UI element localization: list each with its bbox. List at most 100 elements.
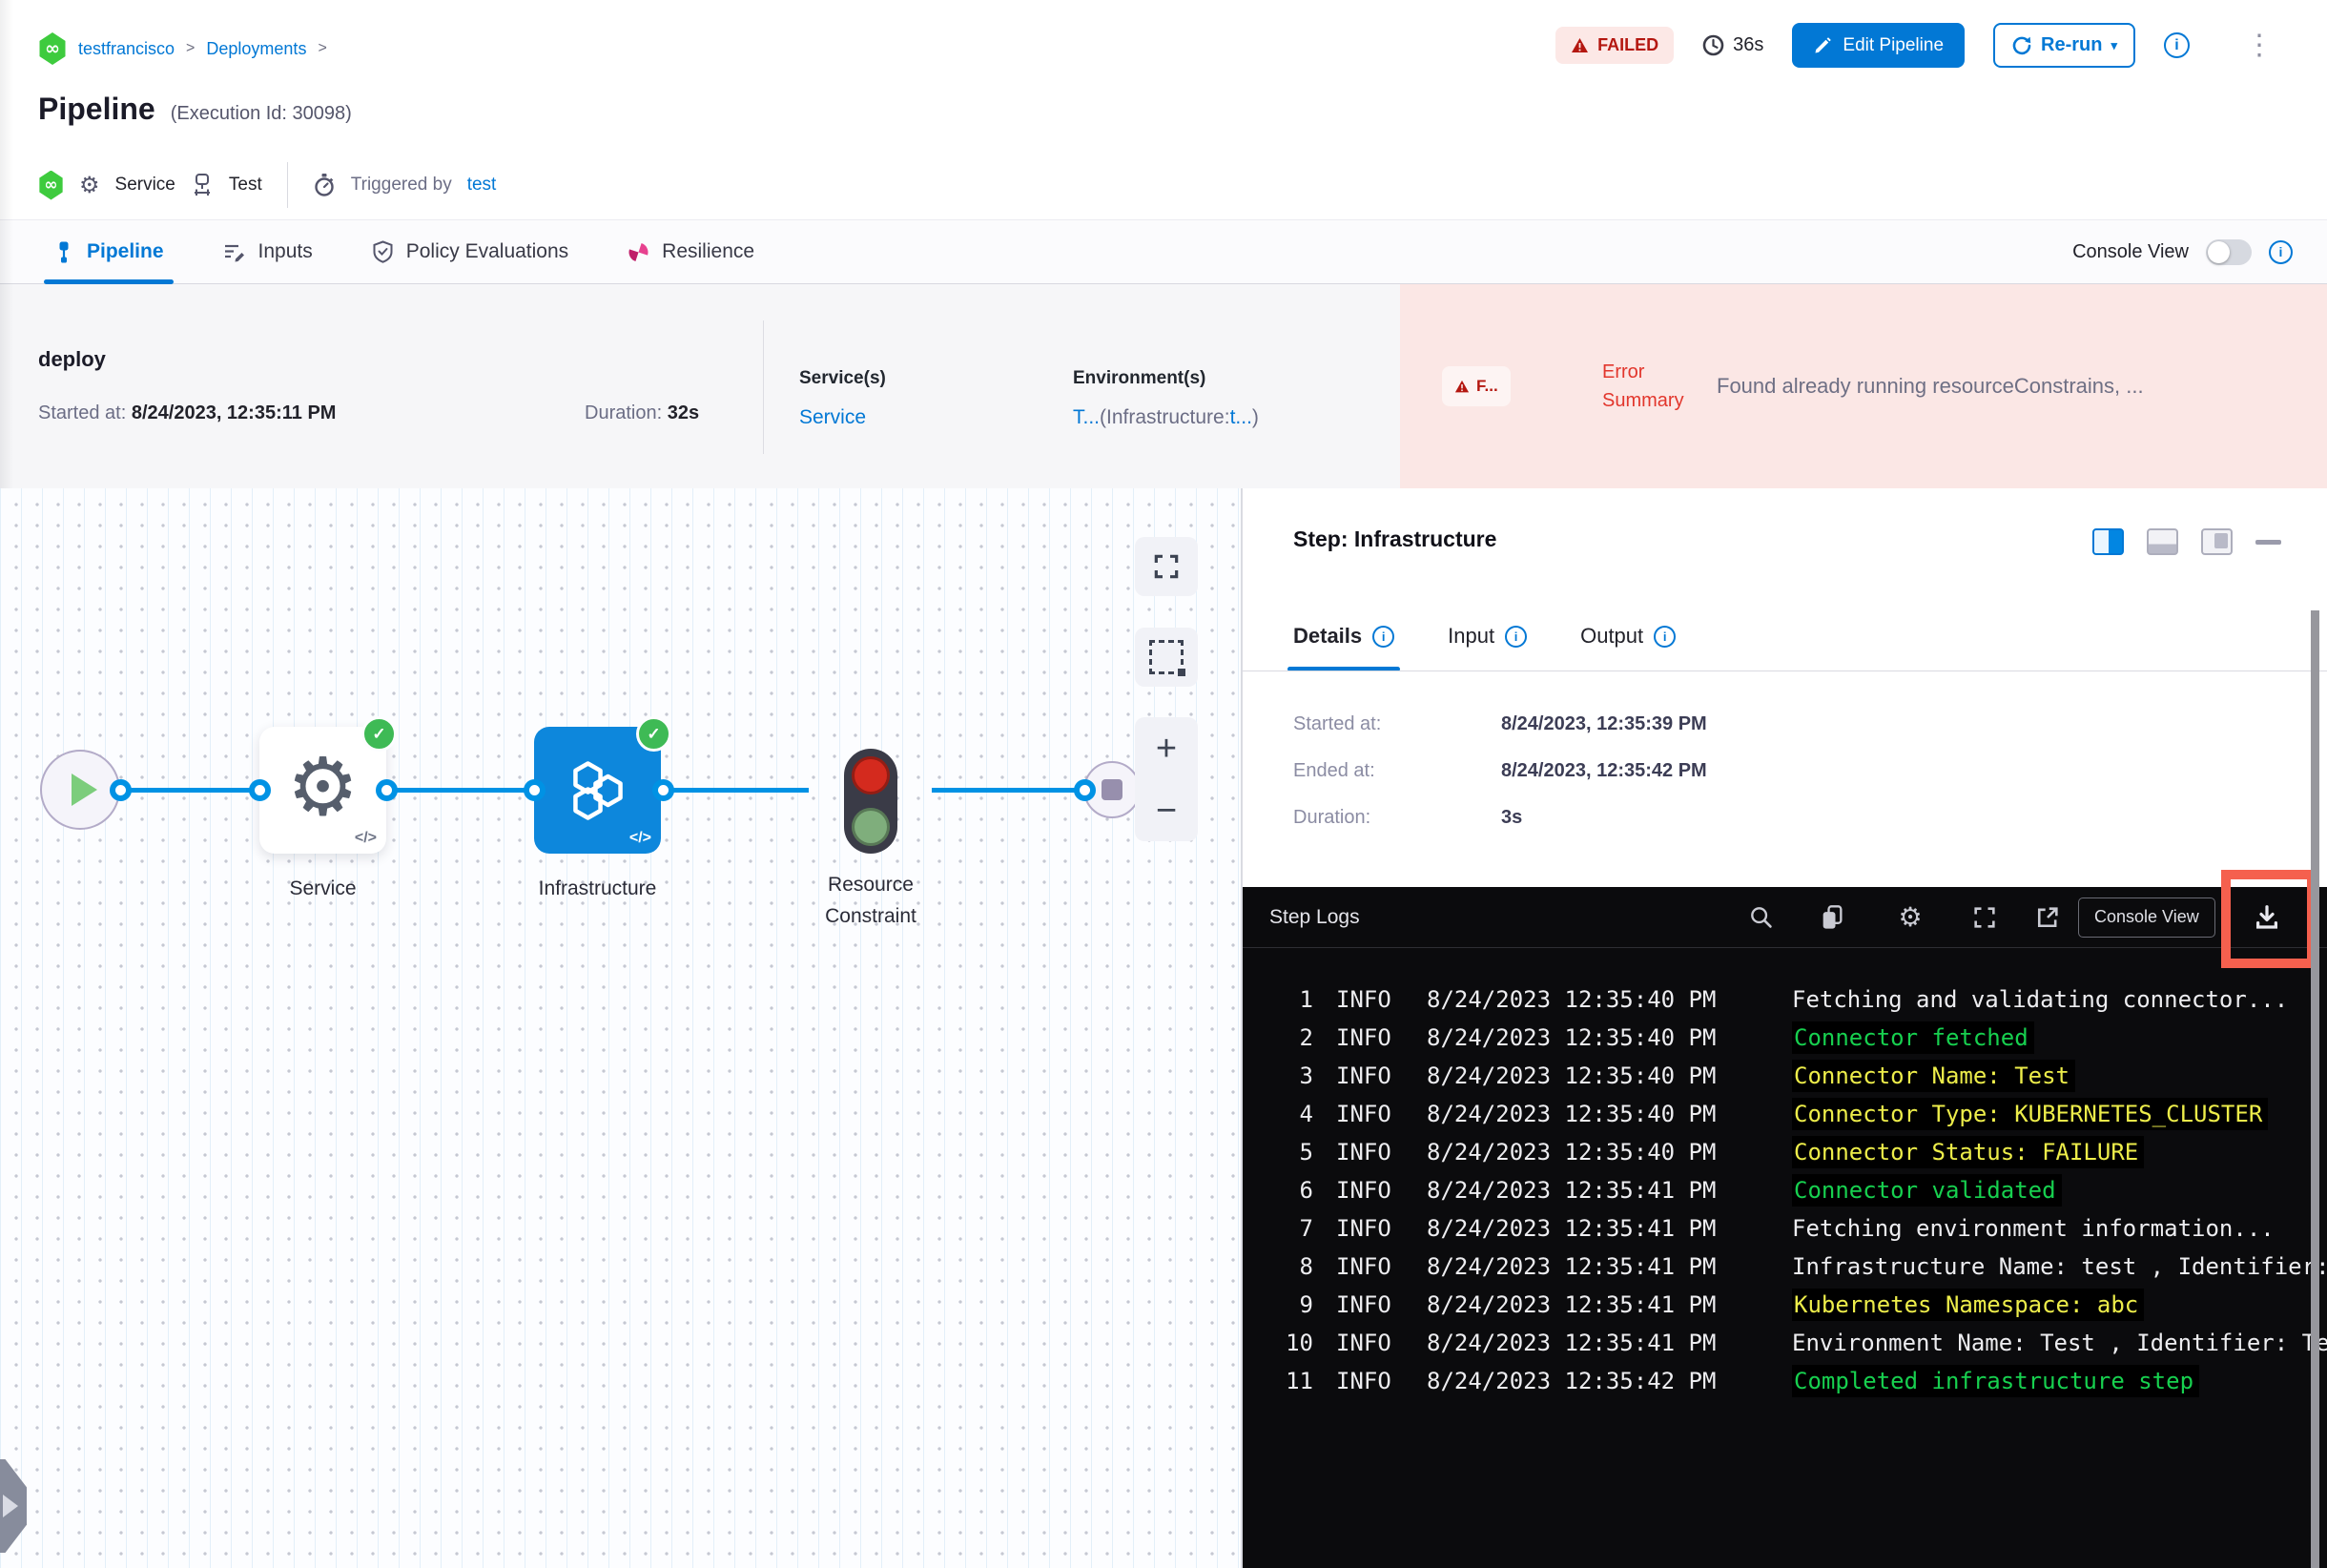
page-header: ∞ testfrancisco > Deployments > FAILED — [0, 0, 2327, 219]
log-message: Connector Status: FAILURE — [1792, 1136, 2145, 1168]
expand-logs-button[interactable] — [1964, 897, 2006, 939]
log-level: INFO — [1336, 1368, 1391, 1394]
layout-split-right-button[interactable] — [2092, 528, 2124, 555]
stage-name[interactable]: deploy — [38, 347, 106, 371]
title-row: Pipeline (Execution Id: 30098) — [38, 92, 352, 127]
node-resource-constraint[interactable] — [844, 749, 897, 854]
minimize-panel-button[interactable] — [2255, 539, 2281, 545]
stage-started-at: Started at: 8/24/2023, 12:35:11 PM — [38, 402, 336, 424]
log-line-number: 1 — [1299, 986, 1313, 1013]
tab-output[interactable]: Output i — [1580, 601, 1677, 671]
log-timestamp: 8/24/2023 12:35:41 PM — [1427, 1291, 1717, 1318]
service-tag[interactable]: Service — [114, 175, 175, 195]
chevron-right-icon: > — [318, 40, 327, 56]
log-timestamp: 8/24/2023 12:35:42 PM — [1427, 1368, 1717, 1394]
info-icon[interactable]: i — [1505, 625, 1528, 648]
canvas-fullscreen-button[interactable] — [1135, 537, 1198, 596]
code-icon: </> — [628, 830, 651, 846]
log-line-number: 6 — [1299, 1177, 1313, 1204]
copy-logs-button[interactable] — [1811, 897, 1853, 939]
detail-row: Duration: 3s — [1293, 807, 1707, 829]
node-service[interactable]: ⚙ </> ✓ — [259, 716, 397, 854]
gear-icon: ⚙ — [1898, 900, 1923, 933]
layout-right-drawer-button[interactable] — [2201, 528, 2233, 555]
info-icon[interactable]: i — [1654, 625, 1677, 648]
log-timestamp: 8/24/2023 12:35:40 PM — [1427, 1101, 1717, 1127]
tab-pipeline[interactable]: Pipeline — [44, 220, 174, 284]
tab-label: Pipeline — [87, 240, 164, 262]
detail-value: 3s — [1501, 807, 1523, 828]
external-link-icon — [2037, 906, 2058, 927]
log-settings-button[interactable]: ⚙ — [1889, 897, 1931, 939]
node-infrastructure[interactable]: </> ✓ — [534, 716, 671, 854]
tab-input[interactable]: Input i — [1448, 601, 1528, 671]
detail-row: Started at: 8/24/2023, 12:35:39 PM — [1293, 713, 1707, 735]
stop-icon — [1102, 779, 1122, 800]
step-panel-title: Step: Infrastructure — [1293, 526, 1497, 551]
kebab-menu-icon[interactable]: ⋮ — [2245, 29, 2274, 61]
download-logs-button[interactable] — [2242, 893, 2292, 942]
node-label-infrastructure: Infrastructure — [538, 877, 657, 899]
node-end[interactable] — [1083, 761, 1141, 818]
edit-pipeline-button[interactable]: Edit Pipeline — [1792, 23, 1966, 68]
detail-label: Duration: — [1293, 807, 1371, 828]
tab-inputs[interactable]: Inputs — [223, 220, 313, 283]
elapsed-time: 36s — [1702, 34, 1763, 56]
log-message: Fetching environment information... — [1792, 1215, 2275, 1242]
info-icon[interactable]: i — [1372, 625, 1395, 648]
page-title: Pipeline — [38, 92, 155, 126]
breadcrumb-link-deployments[interactable]: Deployments — [206, 38, 307, 58]
step-logs-header: Step Logs ⚙ — [1243, 870, 2327, 968]
step-panel-tabs: Details i Input i Output i — [1287, 601, 1677, 671]
environments-column: Environment(s) T...(Infrastructure:t...) — [1073, 368, 1259, 429]
log-message: Connector fetched — [1792, 1021, 2034, 1054]
service-link[interactable]: Service — [799, 406, 867, 428]
log-timestamp: 8/24/2023 12:35:41 PM — [1427, 1177, 1717, 1204]
stage-duration: Duration: 32s — [585, 402, 699, 424]
rerun-button[interactable]: Re-run ▾ — [1993, 23, 2135, 68]
arrow-right-icon — [3, 1495, 18, 1517]
log-line: 5 INFO 8/24/2023 12:35:40 PM Connector S… — [1243, 1133, 2327, 1171]
environment-link[interactable]: T... — [1073, 406, 1101, 428]
log-line-number: 4 — [1299, 1101, 1313, 1127]
tab-policy-evaluations[interactable]: Policy Evaluations — [372, 220, 568, 283]
tab-details[interactable]: Details i — [1287, 601, 1401, 671]
inputs-icon — [224, 244, 244, 262]
warning-icon — [1572, 37, 1589, 52]
log-level: INFO — [1336, 1330, 1391, 1356]
edit-pipeline-label: Edit Pipeline — [1843, 34, 1945, 55]
toggle-knob — [2208, 240, 2230, 263]
copy-icon — [1822, 904, 1843, 929]
log-level: INFO — [1336, 1139, 1391, 1166]
cd-module-icon: ∞ — [39, 32, 66, 65]
elapsed-time-value: 36s — [1733, 34, 1764, 55]
shield-check-icon — [373, 240, 393, 263]
info-icon[interactable]: i — [2164, 32, 2190, 58]
layout-bottom-button[interactable] — [2147, 528, 2178, 555]
console-view-button[interactable]: Console View — [2078, 897, 2215, 938]
triggered-by-user-link[interactable]: test — [466, 175, 497, 195]
previous-stage-chevron[interactable] — [0, 1459, 27, 1553]
error-summary-message: Found already running resourceConstrains… — [1717, 374, 2144, 398]
open-logs-new-tab-button[interactable] — [2027, 897, 2069, 939]
node-port — [110, 779, 132, 801]
cd-module-icon: ∞ — [39, 170, 63, 200]
node-start[interactable] — [40, 750, 120, 830]
canvas-select-button[interactable] — [1135, 628, 1198, 687]
environment-tag[interactable]: Test — [228, 175, 262, 195]
search-logs-button[interactable] — [1740, 897, 1782, 939]
log-timestamp: 8/24/2023 12:35:41 PM — [1427, 1253, 1717, 1280]
detail-row: Ended at: 8/24/2023, 12:35:42 PM — [1293, 760, 1707, 782]
zoom-in-button[interactable]: + — [1155, 728, 1178, 769]
log-timestamp: 8/24/2023 12:35:40 PM — [1427, 986, 1717, 1013]
console-view-toggle[interactable] — [2206, 238, 2252, 265]
detail-value: 8/24/2023, 12:35:39 PM — [1501, 713, 1707, 734]
panel-scrollbar[interactable] — [2311, 610, 2319, 1568]
breadcrumb-link-project[interactable]: testfrancisco — [78, 38, 175, 58]
tab-resilience[interactable]: Resilience — [628, 220, 754, 283]
infrastructure-link[interactable]: t... — [1229, 406, 1252, 428]
node-port — [249, 779, 271, 801]
pipeline-canvas[interactable]: ⚙ </> ✓ </> ✓ Service Infrastructure Res… — [0, 488, 1242, 1568]
info-icon[interactable]: i — [2269, 239, 2293, 264]
zoom-out-button[interactable]: − — [1155, 790, 1178, 831]
